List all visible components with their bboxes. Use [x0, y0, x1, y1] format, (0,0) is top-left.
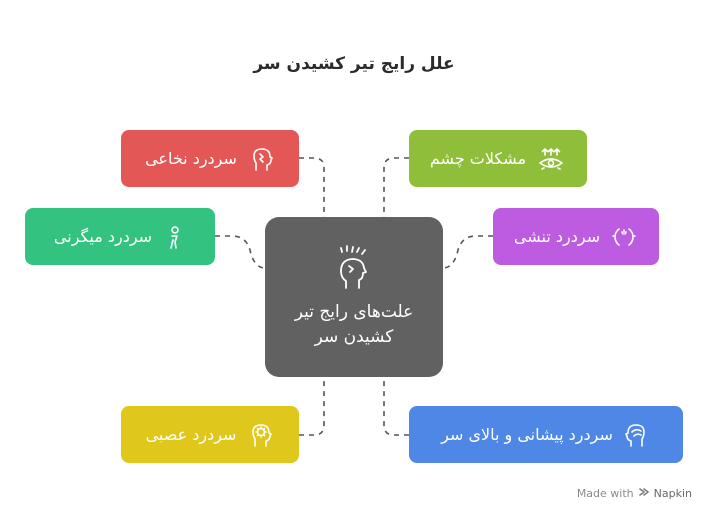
connector-eye: [383, 157, 409, 217]
napkin-brand: Napkin: [653, 487, 692, 500]
eye-strain-icon: [536, 145, 566, 173]
person-icon: [162, 223, 186, 251]
diagram-title: علل رایج تیر کشیدن سر: [253, 54, 455, 74]
node-migraine: سردرد میگرنی: [25, 208, 215, 265]
made-with-napkin: Made with Napkin: [577, 486, 692, 501]
head-tension-icon: [610, 223, 638, 251]
connector-nervous: [299, 377, 325, 436]
head-side-icon: [623, 421, 651, 449]
node-eye: مشکلات چشم: [409, 130, 587, 187]
connector-migraine: [215, 235, 266, 269]
connector-tension: [442, 235, 493, 269]
node-nervous-label: سردرد عصبی: [145, 425, 237, 444]
connector-occipital: [299, 157, 325, 217]
center-node: علت‌های رایج تیر کشیدن سر: [265, 217, 443, 377]
node-tension-label: سردرد تنشی: [513, 227, 601, 246]
node-nervous: سردرد عصبی: [121, 406, 299, 463]
node-eye-label: مشکلات چشم: [429, 149, 527, 168]
head-nerve-icon: [247, 145, 275, 173]
node-forehead: سردرد پیشانی و بالای سر: [409, 406, 683, 463]
node-tension: سردرد تنشی: [493, 208, 659, 265]
node-occipital: سردرد نخاعی: [121, 130, 299, 187]
headache-icon: [332, 244, 376, 294]
node-occipital-label: سردرد نخاعی: [145, 149, 237, 168]
connector-forehead: [383, 377, 409, 436]
node-forehead-label: سردرد پیشانی و بالای سر: [441, 425, 613, 444]
center-label: علت‌های رایج تیر کشیدن سر: [294, 302, 414, 347]
made-with-text: Made with: [576, 487, 634, 500]
napkin-logo-icon: [638, 486, 650, 501]
node-migraine-label: سردرد میگرنی: [53, 227, 153, 246]
brain-head-icon: [246, 421, 274, 449]
